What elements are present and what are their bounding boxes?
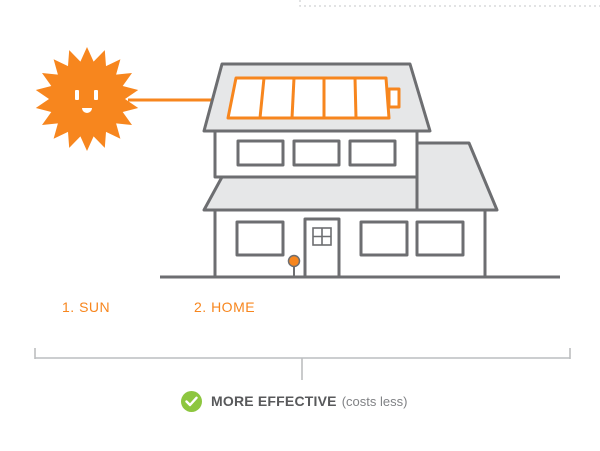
- result-note: (costs less): [341, 393, 408, 409]
- solar-panel-icon: [226, 76, 401, 120]
- sun-icon: [35, 47, 139, 151]
- step-label-home: 2. HOME: [194, 299, 256, 315]
- meter-icon: [287, 254, 301, 277]
- result-label: MORE EFFECTIVE: [211, 393, 337, 409]
- house-icon: [202, 62, 499, 279]
- annex-roof: [415, 141, 499, 212]
- check-circle-icon: [181, 390, 202, 412]
- bracket: [34, 348, 571, 380]
- door-window: [312, 227, 332, 246]
- result-row: MORE EFFECTIVE (costs less): [181, 390, 407, 412]
- dotted-frame: [299, 0, 600, 7]
- lower-roof: [202, 175, 419, 212]
- step-label-sun: 1. SUN: [62, 299, 111, 315]
